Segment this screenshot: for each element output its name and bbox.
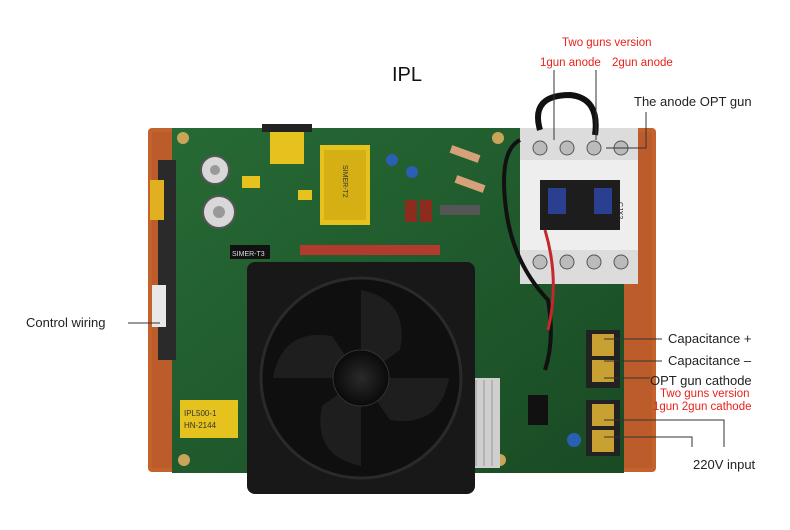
black-wire bbox=[535, 91, 599, 136]
contactor-terminals-top bbox=[532, 140, 629, 156]
gun1-anode-label: 1gun anode bbox=[540, 57, 601, 69]
control-wiring-connector bbox=[152, 285, 166, 327]
control-wiring-label: Control wiring bbox=[26, 315, 106, 330]
screw-hole bbox=[177, 132, 189, 144]
contactor-blue-switch bbox=[594, 188, 612, 214]
transformer-top-label: SIMER-T2 bbox=[341, 165, 348, 198]
small-inductor bbox=[270, 128, 304, 164]
fan-hub bbox=[332, 349, 390, 407]
svg-text:CJX2: CJX2 bbox=[616, 202, 623, 219]
page-title: IPL bbox=[392, 64, 423, 86]
two-guns-version-top-label: Two guns version bbox=[562, 37, 652, 49]
contactor-terminals-bottom bbox=[532, 254, 629, 270]
anode-opt-gun-label: The anode OPT gun bbox=[634, 94, 752, 109]
screw-hole bbox=[492, 132, 504, 144]
gun-cathode-label: 1gun 2gun cathode bbox=[653, 401, 752, 413]
capacitance-minus-label: Capacitance – bbox=[668, 353, 752, 368]
small-component-label: SIMER-T3 bbox=[232, 251, 265, 258]
leader-lines bbox=[128, 70, 725, 447]
capacitance-plus-label: Capacitance + bbox=[668, 331, 752, 346]
svg-text:HN-2144: HN-2144 bbox=[184, 421, 217, 430]
svg-text:IPL500-1: IPL500-1 bbox=[184, 409, 217, 418]
transformer-bottom bbox=[180, 400, 238, 438]
contactor-blue-switch bbox=[548, 188, 566, 214]
input-220v-label: 220V input bbox=[693, 457, 756, 472]
opt-gun-cathode-label: OPT gun cathode bbox=[650, 373, 752, 388]
screw-hole bbox=[178, 454, 190, 466]
gun2-anode-label: 2gun anode bbox=[612, 57, 673, 69]
two-guns-version-bottom-label: Two guns version bbox=[660, 388, 750, 400]
